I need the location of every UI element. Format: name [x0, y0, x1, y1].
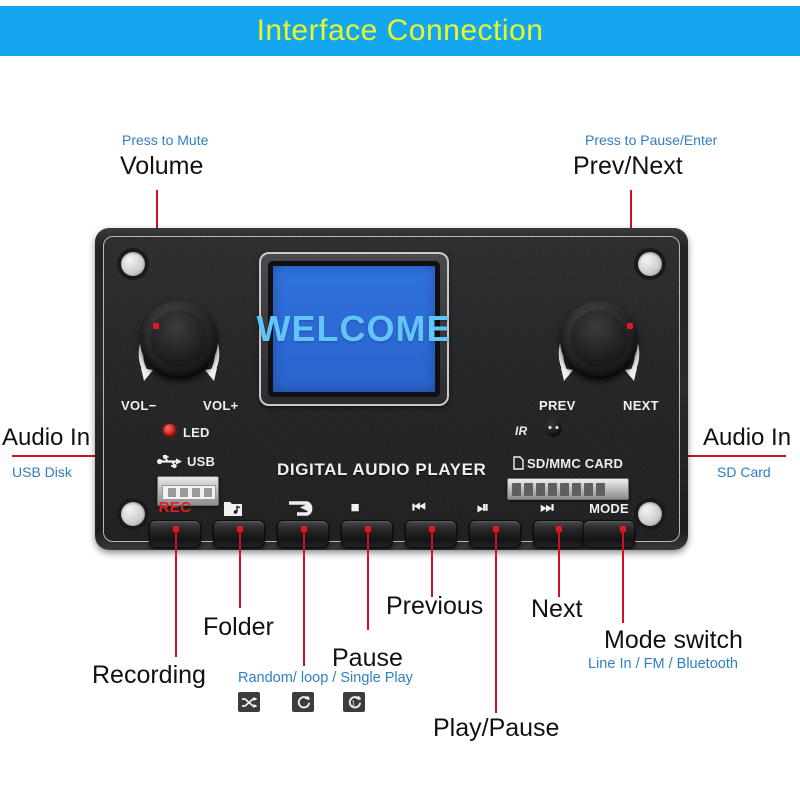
- volume-knob[interactable]: [140, 301, 218, 379]
- led-label: LED: [183, 425, 210, 440]
- leader-dot-folder: [237, 526, 243, 532]
- leader-dot-next: [556, 526, 562, 532]
- single-repeat-icon: 1: [343, 692, 365, 712]
- leader-line-playpause: [495, 530, 497, 713]
- leader-line-next: [558, 530, 560, 597]
- prevnext-hint-label: Press to Pause/Enter: [585, 132, 718, 148]
- mode-button-label: MODE: [589, 501, 629, 516]
- volume-label: Volume: [120, 152, 204, 180]
- leader-dot-playmode: [301, 526, 307, 532]
- stop-button-label: ■: [350, 499, 360, 516]
- header-banner: Interface Connection: [0, 6, 800, 56]
- audio-in-right-label: Audio In: [703, 424, 792, 451]
- lcd-frame: WELCOME: [257, 261, 451, 397]
- sd-card-label: SD Card: [717, 464, 771, 480]
- leader-dot-stop: [365, 526, 371, 532]
- prevnext-knob[interactable]: [560, 301, 638, 379]
- shuffle-icon: [238, 692, 260, 712]
- leader-line-previous: [431, 530, 433, 597]
- usb-label: USB: [187, 454, 216, 469]
- page-title: Interface Connection: [256, 14, 544, 47]
- loop-icon: [292, 692, 314, 712]
- pause-label: Pause: [332, 644, 403, 672]
- mounting-hole-bottom-left: [121, 502, 145, 526]
- sd-card-icon: [513, 456, 524, 470]
- leader-dot-volume: [153, 323, 159, 329]
- vol-plus-label: VOL+: [203, 398, 239, 413]
- ir-label: IR: [515, 424, 528, 438]
- ir-receiver-icon: [545, 420, 562, 437]
- led-indicator-icon: [163, 424, 176, 437]
- mode-switch-sub-label: Line In / FM / Bluetooth: [588, 656, 738, 672]
- next-button-label: ⏭: [540, 499, 554, 516]
- volume-knob-assembly[interactable]: [127, 290, 231, 394]
- mounting-hole-top-left: [121, 252, 145, 276]
- leader-line-usb: [12, 455, 170, 457]
- usb-port[interactable]: [157, 476, 219, 506]
- leader-dot-rec: [173, 526, 179, 532]
- recording-label: Recording: [92, 661, 206, 689]
- vol-minus-label: VOL−: [121, 398, 157, 413]
- play-pause-annotation-label: Play/Pause: [433, 714, 560, 742]
- leader-line-playmode: [303, 530, 305, 666]
- brand-label: DIGITAL AUDIO PLAYER: [277, 460, 487, 479]
- folder-annotation-label: Folder: [203, 613, 274, 641]
- svg-text:1: 1: [351, 700, 355, 707]
- prevnext-knob-assembly[interactable]: [547, 290, 651, 394]
- play-modes-label: Random/ loop / Single Play: [238, 670, 413, 686]
- folder-music-icon: [224, 502, 242, 516]
- mode-button[interactable]: [580, 518, 638, 550]
- leader-line-folder: [239, 530, 241, 608]
- sd-slot-label: SD/MMC CARD: [527, 456, 624, 471]
- leader-dot-mode: [620, 526, 626, 532]
- mounting-hole-top-right: [638, 252, 662, 276]
- usb-port-teeth: [168, 488, 212, 497]
- usb-disk-label: USB Disk: [12, 464, 72, 480]
- audio-in-left-label: Audio In: [2, 424, 91, 451]
- repeat-mode-icon: [289, 501, 313, 516]
- leader-dot-playpause: [493, 526, 499, 532]
- mode-switch-label: Mode switch: [604, 626, 743, 654]
- lcd-screen: WELCOME: [257, 266, 451, 392]
- previous-button-label: ⏮: [412, 499, 426, 516]
- mounting-hole-bottom-right: [638, 502, 662, 526]
- leader-dot-previous: [429, 526, 435, 532]
- next-label: NEXT: [623, 398, 659, 413]
- usb-trident-icon: [157, 455, 182, 469]
- sd-card-slot[interactable]: [507, 478, 629, 500]
- prev-label: PREV: [539, 398, 576, 413]
- lcd-text: WELCOME: [256, 308, 452, 349]
- prevnext-label: Prev/Next: [573, 152, 683, 180]
- next-annotation-label: Next: [531, 595, 583, 623]
- previous-annotation-label: Previous: [386, 592, 484, 620]
- lcd-bezel: WELCOME: [257, 252, 451, 406]
- leader-line-sd: [634, 455, 786, 457]
- audio-player-board: VOL− VOL+ PREV NEXT WELCOME LED: [95, 228, 688, 550]
- leader-dot-prevnext: [627, 323, 633, 329]
- previous-button[interactable]: [402, 518, 460, 550]
- leader-line-rec: [175, 530, 177, 657]
- leader-line-stop: [367, 530, 369, 630]
- volume-hint-label: Press to Mute: [122, 132, 209, 148]
- play-pause-button-label: ⏯: [476, 499, 489, 516]
- rec-button-label: REC: [158, 499, 192, 516]
- leader-line-mode: [622, 530, 624, 623]
